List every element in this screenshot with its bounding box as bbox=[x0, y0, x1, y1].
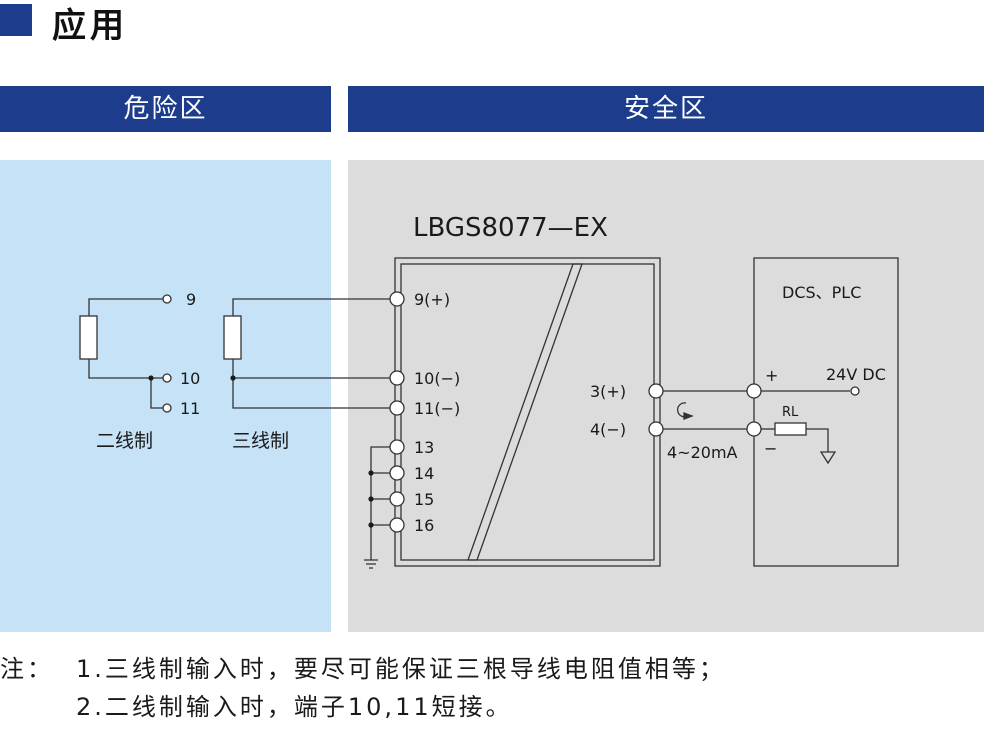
terminal-label-11: 11(−) bbox=[414, 399, 460, 418]
terminal-label-14: 14 bbox=[414, 464, 434, 483]
terminal-label-13: 13 bbox=[414, 438, 434, 457]
device-outer-frame bbox=[394, 257, 661, 567]
supply-pin bbox=[850, 386, 860, 396]
ground-icon bbox=[819, 451, 837, 465]
field-pin-label-11: 11 bbox=[180, 399, 200, 418]
notes: 注： 1.三线制输入时，要尽可能保证三根导线电阻值相等； 2.二线制输入时，端子1… bbox=[0, 650, 726, 726]
three-wire-resistor bbox=[223, 315, 242, 360]
load-resistor bbox=[774, 422, 807, 436]
note-line-1: 注： 1.三线制输入时，要尽可能保证三根导线电阻值相等； bbox=[0, 650, 726, 688]
page-title: 应用 bbox=[52, 6, 128, 46]
terminal-3 bbox=[648, 383, 664, 399]
note-text-1: 1.三线制输入时，要尽可能保证三根导线电阻值相等； bbox=[76, 655, 726, 683]
isolation-barrier bbox=[467, 263, 583, 561]
device-model: LBGS8077—EX bbox=[413, 213, 608, 243]
note-prefix: 注： bbox=[0, 655, 54, 683]
field-pin-11 bbox=[162, 403, 172, 413]
terminal-4 bbox=[648, 421, 664, 437]
terminal-label-15: 15 bbox=[414, 490, 434, 509]
terminal-label-16: 16 bbox=[414, 516, 434, 535]
field-pin-9 bbox=[162, 294, 172, 304]
safe-zone-header: 安全区 bbox=[348, 86, 984, 132]
hazard-zone-area bbox=[0, 160, 331, 632]
dcs-minus-label: − bbox=[764, 439, 777, 458]
supply-label: 24V DC bbox=[826, 365, 886, 384]
terminal-11 bbox=[389, 400, 405, 416]
note-text-2: 2.二线制输入时，端子10,11短接。 bbox=[76, 693, 513, 721]
terminal-label-4: 4(−) bbox=[590, 420, 626, 439]
title-square-icon bbox=[0, 4, 32, 36]
hazard-zone-header: 危险区 bbox=[0, 86, 331, 132]
field-pin-label-9: 9 bbox=[186, 290, 196, 309]
terminal-9 bbox=[389, 291, 405, 307]
load-resistor-label: RL bbox=[782, 405, 799, 420]
terminal-10 bbox=[389, 370, 405, 386]
terminal-14 bbox=[389, 465, 405, 481]
terminal-label-9: 9(+) bbox=[414, 290, 450, 309]
field-pin-label-10: 10 bbox=[180, 369, 200, 388]
three-wire-label: 三线制 bbox=[232, 430, 289, 452]
dcs-terminal-minus bbox=[746, 421, 762, 437]
terminal-label-3: 3(+) bbox=[590, 382, 626, 401]
terminal-13 bbox=[389, 439, 405, 455]
field-pin-10 bbox=[162, 373, 172, 383]
dcs-title: DCS、PLC bbox=[782, 283, 861, 302]
note-line-2: 2.二线制输入时，端子10,11短接。 bbox=[0, 688, 726, 726]
dcs-terminal-plus bbox=[746, 383, 762, 399]
dcs-plus-label: + bbox=[765, 366, 778, 385]
two-wire-label: 二线制 bbox=[96, 430, 153, 452]
current-label: 4~20mA bbox=[667, 443, 738, 462]
two-wire-resistor bbox=[79, 315, 98, 360]
terminal-15 bbox=[389, 491, 405, 507]
dcs-box bbox=[753, 257, 899, 567]
terminal-label-10: 10(−) bbox=[414, 369, 460, 388]
terminal-16 bbox=[389, 517, 405, 533]
